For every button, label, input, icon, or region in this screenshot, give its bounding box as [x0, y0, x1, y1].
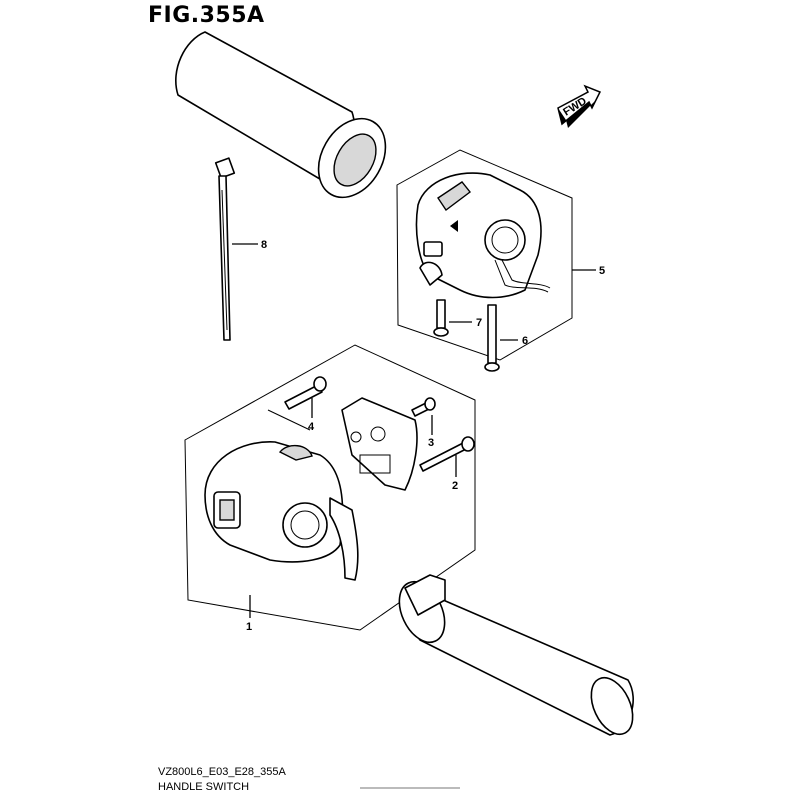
screw-2[interactable]: [419, 436, 475, 472]
callout-7: 7: [476, 317, 482, 329]
screw-4[interactable]: [284, 376, 327, 410]
callout-1: 1: [246, 621, 252, 633]
callout-2: 2: [452, 480, 458, 492]
callout-8: 8: [261, 239, 267, 251]
model-code: VZ800L6_E03_E28_355A: [158, 766, 286, 778]
section-name: HANDLE SWITCH: [158, 781, 250, 793]
callout-5: 5: [599, 265, 605, 277]
screw-7[interactable]: [433, 299, 449, 337]
cable-tie[interactable]: [214, 157, 236, 341]
switch-clamp[interactable]: [341, 397, 418, 491]
left-switch-box: [184, 344, 476, 631]
throttle-grip[interactable]: [390, 574, 641, 741]
screw-6[interactable]: [484, 304, 500, 372]
right-handle-switch[interactable]: [415, 172, 551, 299]
fwd-arrow-icon: FWD: [557, 84, 602, 128]
screw-3[interactable]: [411, 397, 436, 417]
left-handle-switch[interactable]: [204, 441, 359, 581]
right-switch-box: [396, 149, 573, 361]
figure-title: FIG.355A: [148, 3, 265, 28]
callout-4: 4: [308, 421, 315, 433]
callout-3: 3: [428, 437, 434, 449]
grip-upper[interactable]: [175, 31, 399, 209]
callout-6: 6: [522, 335, 528, 347]
